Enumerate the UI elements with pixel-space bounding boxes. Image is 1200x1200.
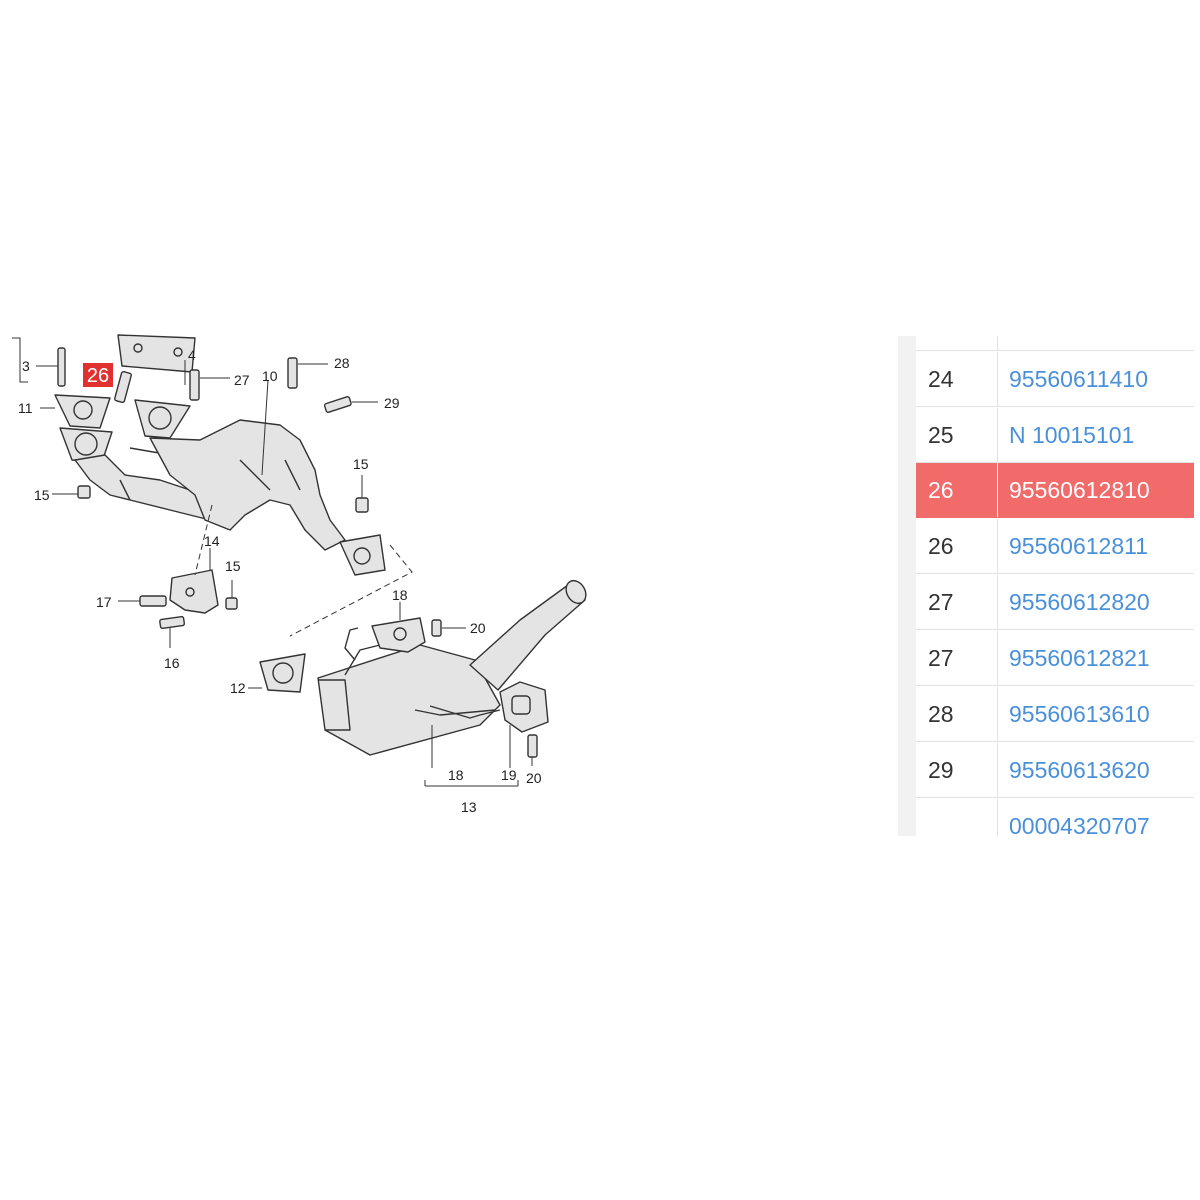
bracket-3 <box>12 337 28 383</box>
table-row[interactable]: 00004320707 <box>916 799 1194 836</box>
table-row[interactable]: 25 N 10015101 <box>916 408 1194 463</box>
callout-label: 18 <box>392 587 408 603</box>
callout-26-highlight: 26 <box>83 363 113 387</box>
gasket-right <box>134 399 191 439</box>
callout-label: 15 <box>353 456 369 472</box>
table-row[interactable]: 24 95560611410 <box>916 352 1194 407</box>
catalytic-converter-right <box>149 419 346 551</box>
callout-label: 16 <box>164 655 180 671</box>
cat-outlet-flange <box>339 534 386 576</box>
position-cell: 26 <box>916 519 998 573</box>
position-cell: 27 <box>916 575 998 629</box>
table-row[interactable]: 26 95560612811 <box>916 519 1194 574</box>
stud-27 <box>189 369 200 401</box>
heat-shield-plate <box>117 334 196 373</box>
part-number-link[interactable]: 95560612820 <box>1009 588 1150 615</box>
part-number-link[interactable]: 95560613620 <box>1009 756 1150 783</box>
table-row-selected[interactable]: 26 95560612810 <box>916 463 1194 518</box>
part-number-link[interactable] <box>998 336 1194 350</box>
part-number-link[interactable]: 95560611410 <box>1009 365 1148 392</box>
callout-label: 27 <box>234 372 250 388</box>
position-cell <box>916 336 998 350</box>
exhaust-parts-diagram: 26 3 4 10 11 12 13 14 15 15 15 16 17 18 … <box>12 334 587 815</box>
table-row[interactable]: 27 95560612821 <box>916 631 1194 686</box>
table-row[interactable]: 29 95560613620 <box>916 743 1194 798</box>
rear-muffler <box>317 627 501 756</box>
bolt-20-lower <box>527 734 538 758</box>
parts-table: 24 95560611410 25 N 10015101 26 95560612… <box>898 336 1194 836</box>
gasket-12 <box>259 653 306 693</box>
callout-label: 15 <box>225 558 241 574</box>
position-cell: 29 <box>916 743 998 797</box>
part-number-link[interactable]: 95560613610 <box>1009 700 1150 727</box>
stud-28 <box>287 357 298 389</box>
part-number-link[interactable]: 95560612810 <box>1009 476 1150 503</box>
tailpipe <box>469 579 587 691</box>
bolt-17 <box>139 595 167 607</box>
hanger-18-upper <box>371 617 426 653</box>
part-number-link[interactable]: 00004320707 <box>1009 812 1150 837</box>
part-number-link[interactable]: 95560612821 <box>1009 644 1150 671</box>
bolt-16 <box>159 615 186 630</box>
position-cell: 26 <box>916 463 998 517</box>
nut-15-left <box>77 485 91 499</box>
table-row[interactable]: 27 95560612820 <box>916 575 1194 630</box>
callout-label: 3 <box>22 358 30 374</box>
part-number-link[interactable]: 95560612811 <box>1009 532 1148 559</box>
callout-label: 19 <box>501 767 517 783</box>
position-cell <box>916 799 998 836</box>
callout-label: 28 <box>334 355 350 371</box>
position-cell: 24 <box>916 352 998 406</box>
callout-label: 4 <box>188 347 196 363</box>
bolt-20-upper <box>431 619 442 637</box>
callout-label: 29 <box>384 395 400 411</box>
position-cell: 28 <box>916 687 998 741</box>
sensor-line <box>414 709 496 716</box>
gasket-11-upper <box>54 394 111 429</box>
part-number-link[interactable]: N 10015101 <box>1009 421 1135 448</box>
nut-15-right <box>355 497 369 513</box>
callout-label: 12 <box>230 680 246 696</box>
callout-label: 10 <box>262 368 278 384</box>
bracket-14 <box>169 569 219 614</box>
position-cell: 27 <box>916 631 998 685</box>
callout-label: 18 <box>448 767 464 783</box>
table-row[interactable]: 28 95560613610 <box>916 687 1194 742</box>
nut-15-bracket <box>225 597 238 610</box>
svg-text:26: 26 <box>87 365 109 387</box>
hanger-19 <box>499 681 549 733</box>
stud-3 <box>57 347 66 387</box>
callout-label: 15 <box>34 487 50 503</box>
callout-label: 11 <box>18 400 33 416</box>
table-row[interactable] <box>916 336 1194 351</box>
callout-label: 17 <box>96 594 112 610</box>
callout-label: 14 <box>204 533 220 549</box>
callout-label: 13 <box>461 799 477 815</box>
stud-29 <box>323 396 352 414</box>
callout-label: 20 <box>526 770 542 786</box>
position-cell: 25 <box>916 408 998 462</box>
callout-label: 20 <box>470 620 486 636</box>
stud-26 <box>114 370 132 404</box>
